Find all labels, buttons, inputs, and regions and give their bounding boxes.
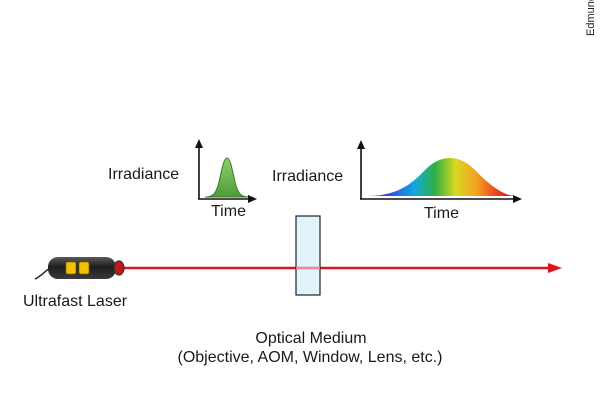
short-pulse-ylabel: Irradiance — [108, 166, 180, 183]
optical-medium-title: Optical Medium — [255, 330, 367, 347]
optical-medium-examples: (Objective, AOM, Window, Lens, etc.) — [177, 349, 443, 366]
laser-label: Ultrafast Laser — [23, 293, 128, 310]
laser-cable — [34, 267, 51, 280]
stretched-pulse-x-arrowhead — [513, 195, 522, 203]
stretched-pulse-ylabel: Irradiance — [272, 168, 344, 185]
stretched-pulse-curve — [367, 158, 515, 196]
ultrafast-laser-device — [34, 257, 125, 280]
laser-aperture — [113, 260, 125, 276]
short-pulse-x-arrowhead — [248, 195, 257, 203]
stretched-pulse-xlabel: Time — [424, 205, 459, 222]
stretched-pulse-y-arrowhead — [357, 140, 365, 149]
stretched-pulse-plot — [357, 140, 522, 203]
laser-window-right — [78, 261, 90, 275]
laser-window-left — [65, 261, 77, 275]
laser-beam — [124, 263, 562, 273]
short-pulse-xlabel: Time — [211, 203, 246, 220]
short-pulse-y-arrowhead — [195, 139, 203, 148]
optical-medium-plate — [295, 215, 321, 296]
beam-arrowhead — [548, 263, 562, 273]
short-pulse-curve — [204, 157, 250, 198]
credit-text: Edmund Optics — [585, 0, 597, 36]
short-pulse-plot — [195, 139, 257, 203]
